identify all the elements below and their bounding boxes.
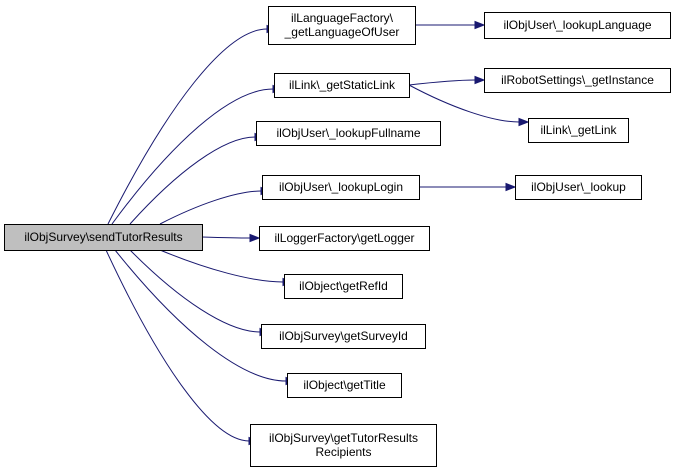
node-lookup-language[interactable]: ilObjUser\_lookupLanguage — [484, 12, 671, 39]
node-label: ilObject\getTitle — [303, 378, 386, 392]
edge-line — [114, 249, 287, 382]
node-root[interactable]: ilObjSurvey\sendTutorResults — [4, 224, 203, 251]
edge-line — [408, 79, 476, 86]
edge-line — [408, 84, 520, 123]
node-get-title[interactable]: ilObject\getTitle — [287, 373, 402, 398]
node-box — [259, 226, 430, 251]
node-box — [484, 68, 671, 93]
node-label: ilLanguageFactory\ — [291, 11, 394, 25]
node-lang-factory[interactable]: ilLanguageFactory\_getLanguageOfUser — [268, 6, 416, 45]
node-lookup[interactable]: ilObjUser\_lookup — [515, 175, 642, 200]
node-box — [515, 175, 642, 200]
node-label: _getLanguageOfUser — [284, 25, 400, 39]
edge-line — [111, 88, 274, 225]
edge-lang-factory-to-lookup-language — [415, 20, 486, 30]
edge-root-to-lang-factory — [107, 24, 278, 225]
node-box — [261, 324, 426, 349]
node-label: ilLink\_getStaticLink — [289, 78, 396, 92]
node-label: ilObjUser\_lookupFullname — [276, 126, 420, 140]
edge-root-to-get-title — [114, 249, 297, 386]
node-label: ilObjUser\_lookupLanguage — [503, 18, 651, 32]
edge-line — [129, 249, 261, 333]
node-box — [284, 274, 403, 299]
edge-root-to-get-ref-id — [159, 249, 294, 287]
edge-line — [129, 136, 256, 225]
node-label: ilObjSurvey\getTutorResults — [269, 431, 418, 445]
node-label: ilLink\_getLink — [540, 123, 617, 137]
node-get-survey-id[interactable]: ilObjSurvey\getSurveyId — [261, 324, 426, 349]
nodes-layer: ilObjSurvey\sendTutorResults ilLanguageFa… — [4, 6, 671, 467]
node-lookup-login[interactable]: ilObjUser\_lookupLogin — [262, 175, 420, 200]
edge-line — [105, 249, 250, 442]
node-box — [268, 6, 416, 45]
arrowhead-icon — [474, 20, 486, 30]
node-label: ilObjSurvey\getSurveyId — [279, 329, 408, 343]
edge-root-to-lookup-login — [159, 186, 272, 225]
edge-static-link-to-get-link — [408, 84, 530, 127]
edge-root-to-static-link — [111, 84, 284, 225]
node-box — [4, 224, 203, 251]
arrowhead-icon — [505, 182, 517, 192]
edge-root-to-get-survey-id — [129, 249, 271, 337]
node-label: ilLoggerFactory\getLogger — [274, 231, 414, 245]
node-label: ilRobotSettings\_getInstance — [501, 73, 654, 87]
node-box — [484, 12, 671, 39]
edge-lookup-login-to-lookup — [418, 182, 517, 192]
arrowhead-icon — [474, 75, 486, 85]
edge-line — [201, 236, 251, 239]
node-box — [274, 73, 410, 98]
node-box — [262, 175, 420, 200]
edge-line — [159, 190, 262, 225]
edge-line — [159, 249, 284, 283]
node-box — [256, 121, 441, 146]
node-lookup-fullname[interactable]: ilObjUser\_lookupFullname — [256, 121, 441, 146]
node-box — [287, 373, 402, 398]
node-box — [250, 424, 437, 467]
node-label: Recipients — [315, 445, 371, 459]
arrowhead-icon — [249, 233, 261, 243]
node-get-ref-id[interactable]: ilObject\getRefId — [284, 274, 403, 299]
node-label: ilObjUser\_lookup — [531, 180, 626, 194]
arrowhead-icon — [518, 117, 530, 127]
node-label: ilObjSurvey\sendTutorResults — [24, 230, 182, 244]
node-static-link[interactable]: ilLink\_getStaticLink — [274, 73, 410, 98]
edge-root-to-tutor-recipients — [105, 249, 260, 446]
edge-static-link-to-robot-settings — [408, 75, 486, 86]
edge-line — [107, 28, 268, 225]
node-label: ilObject\getRefId — [299, 279, 388, 293]
node-robot-settings[interactable]: ilRobotSettings\_getInstance — [484, 68, 671, 93]
edge-root-to-get-logger — [201, 233, 261, 243]
node-label: ilObjUser\_lookupLogin — [279, 180, 403, 194]
node-get-logger[interactable]: ilLoggerFactory\getLogger — [259, 226, 430, 251]
node-get-link[interactable]: ilLink\_getLink — [528, 118, 629, 143]
node-box — [528, 118, 629, 143]
